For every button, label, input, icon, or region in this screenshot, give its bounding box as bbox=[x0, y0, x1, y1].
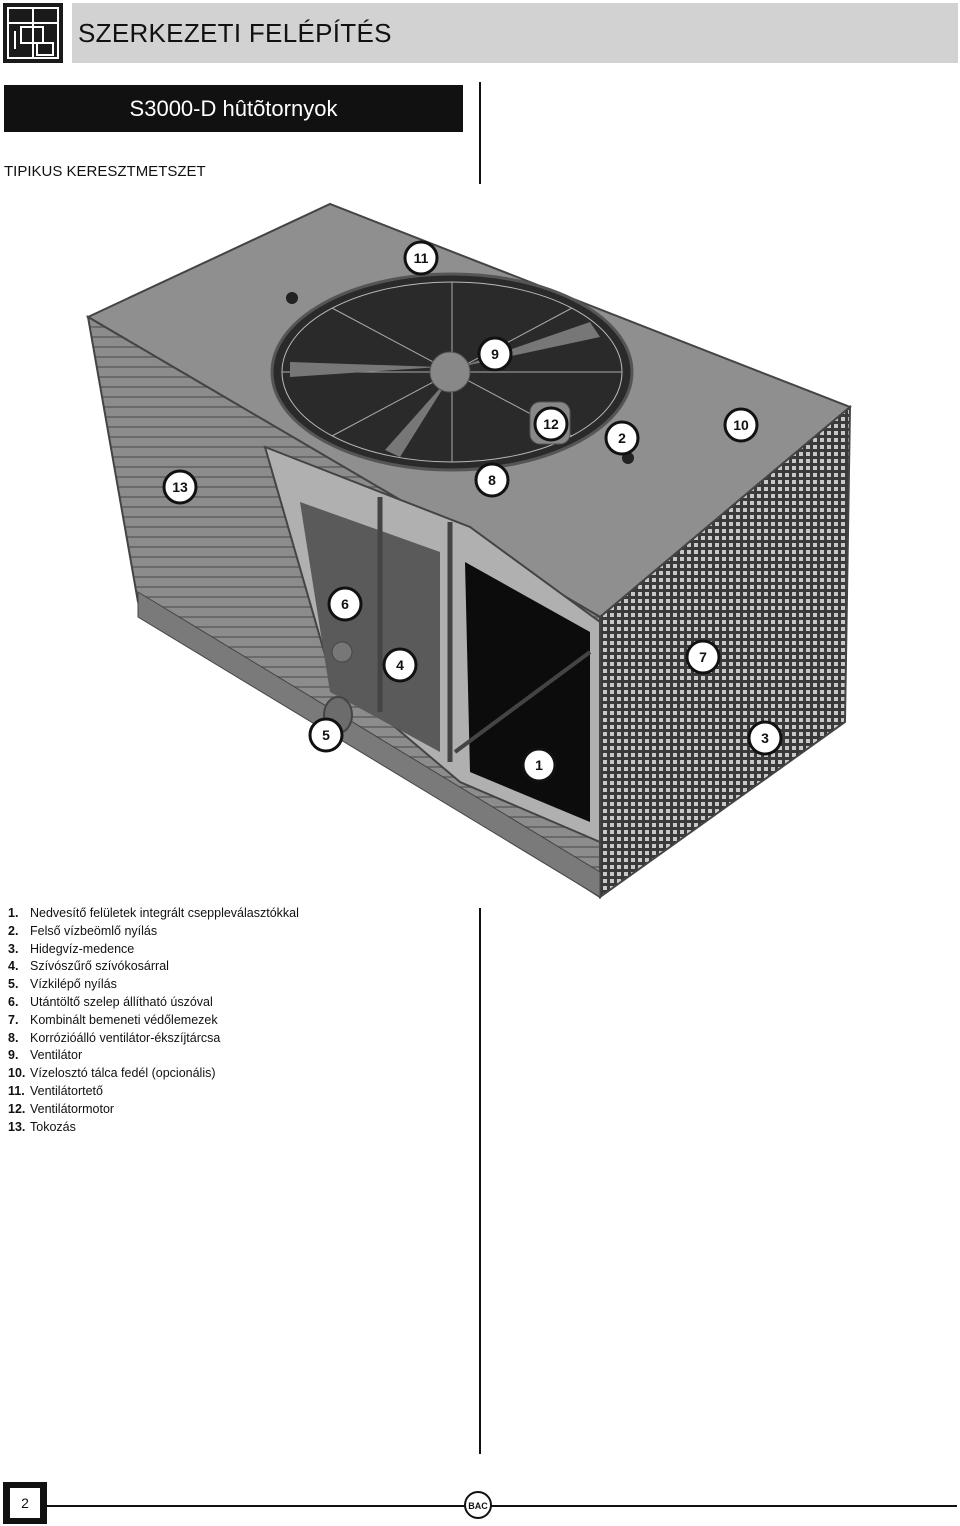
inner-fill bbox=[300, 502, 440, 752]
svg-text:6: 6 bbox=[341, 596, 349, 612]
column-divider-top bbox=[479, 82, 481, 184]
callout-9: 9 bbox=[477, 336, 513, 372]
legend-item: 5.Vízkilépő nyílás bbox=[8, 977, 117, 992]
legend-item: 7.Kombinált bemeneti védőlemezek bbox=[8, 1012, 218, 1027]
legend-item: 3.Hidegvíz-medence bbox=[8, 941, 135, 956]
column-divider-bottom bbox=[479, 908, 481, 1454]
legend-item: 11.Ventilátortető bbox=[8, 1083, 103, 1098]
svg-text:7: 7 bbox=[699, 649, 707, 665]
callout-11: 11 bbox=[403, 240, 439, 276]
fan-blade bbox=[290, 362, 440, 377]
legend-item: 13.Tokozás bbox=[8, 1119, 76, 1134]
product-title: S3000-D hûtõtornyok bbox=[129, 95, 338, 121]
svg-text:1: 1 bbox=[535, 757, 543, 773]
fan-hub bbox=[429, 351, 471, 393]
callout-3: 3 bbox=[747, 720, 783, 756]
svg-text:8: 8 bbox=[488, 472, 496, 488]
legend-item: 4.Szívószűrő szívókosárral bbox=[8, 959, 169, 974]
bac-logo-icon: BAC bbox=[464, 1491, 492, 1519]
callout-4: 4 bbox=[382, 647, 418, 683]
callout-6: 6 bbox=[327, 586, 363, 622]
svg-text:9: 9 bbox=[491, 346, 499, 362]
svg-text:11: 11 bbox=[414, 250, 429, 266]
callout-2: 2 bbox=[604, 420, 640, 456]
component-legend: 1.Nedvesítő felületek integrált csepplev… bbox=[8, 905, 299, 1136]
svg-text:BAC: BAC bbox=[468, 1501, 488, 1511]
page-number: 2 bbox=[10, 1488, 40, 1518]
page-title: SZERKEZETI FELÉPÍTÉS bbox=[78, 17, 392, 48]
wet-deck-fill bbox=[465, 562, 590, 822]
callout-7: 7 bbox=[685, 639, 721, 675]
legend-item: 12.Ventilátormotor bbox=[8, 1101, 115, 1116]
legend-item: 8.Korrózióálló ventilátor-ékszíjtárcsa bbox=[8, 1030, 221, 1045]
svg-text:2: 2 bbox=[618, 430, 626, 446]
svg-text:13: 13 bbox=[172, 479, 188, 495]
cooling-tower-illustration: 1 2 3 4 5 6 7 8 9 10 11 12 13 bbox=[85, 202, 852, 899]
svg-text:4: 4 bbox=[396, 657, 404, 673]
legend-item: 6.Utántöltő szelep állítható úszóval bbox=[8, 994, 213, 1009]
legend-item: 1.Nedvesítő felületek integrált csepplev… bbox=[8, 906, 299, 920]
legend-item: 9.Ventilátor bbox=[8, 1048, 83, 1063]
callout-1: 1 bbox=[521, 747, 557, 783]
footer-rule bbox=[47, 1505, 957, 1507]
header-bar: SZERKEZETI FELÉPÍTÉS bbox=[72, 3, 958, 63]
svg-text:12: 12 bbox=[543, 416, 559, 432]
svg-text:3: 3 bbox=[761, 730, 769, 746]
callout-12: 12 bbox=[533, 406, 569, 442]
product-title-bar: S3000-D hûtõtornyok bbox=[4, 85, 463, 132]
float-valve bbox=[331, 641, 353, 663]
svg-text:10: 10 bbox=[733, 417, 749, 433]
tower-base bbox=[137, 591, 601, 898]
top-opening bbox=[286, 292, 298, 304]
legend-item: 2.Felső vízbeömlő nyílás bbox=[8, 923, 158, 938]
page-number-box: 2 bbox=[3, 1482, 47, 1524]
callout-8: 8 bbox=[474, 462, 510, 498]
callout-10: 10 bbox=[723, 407, 759, 443]
callout-5: 5 bbox=[308, 717, 344, 753]
svg-text:5: 5 bbox=[322, 727, 330, 743]
section-label: TIPIKUS KERESZTMETSZET bbox=[4, 163, 206, 180]
legend-item: 10.Vízelosztó tálca fedél (opcionális) bbox=[8, 1066, 216, 1081]
company-logo bbox=[3, 3, 63, 63]
callout-13: 13 bbox=[162, 469, 198, 505]
fan-blade bbox=[385, 377, 450, 457]
